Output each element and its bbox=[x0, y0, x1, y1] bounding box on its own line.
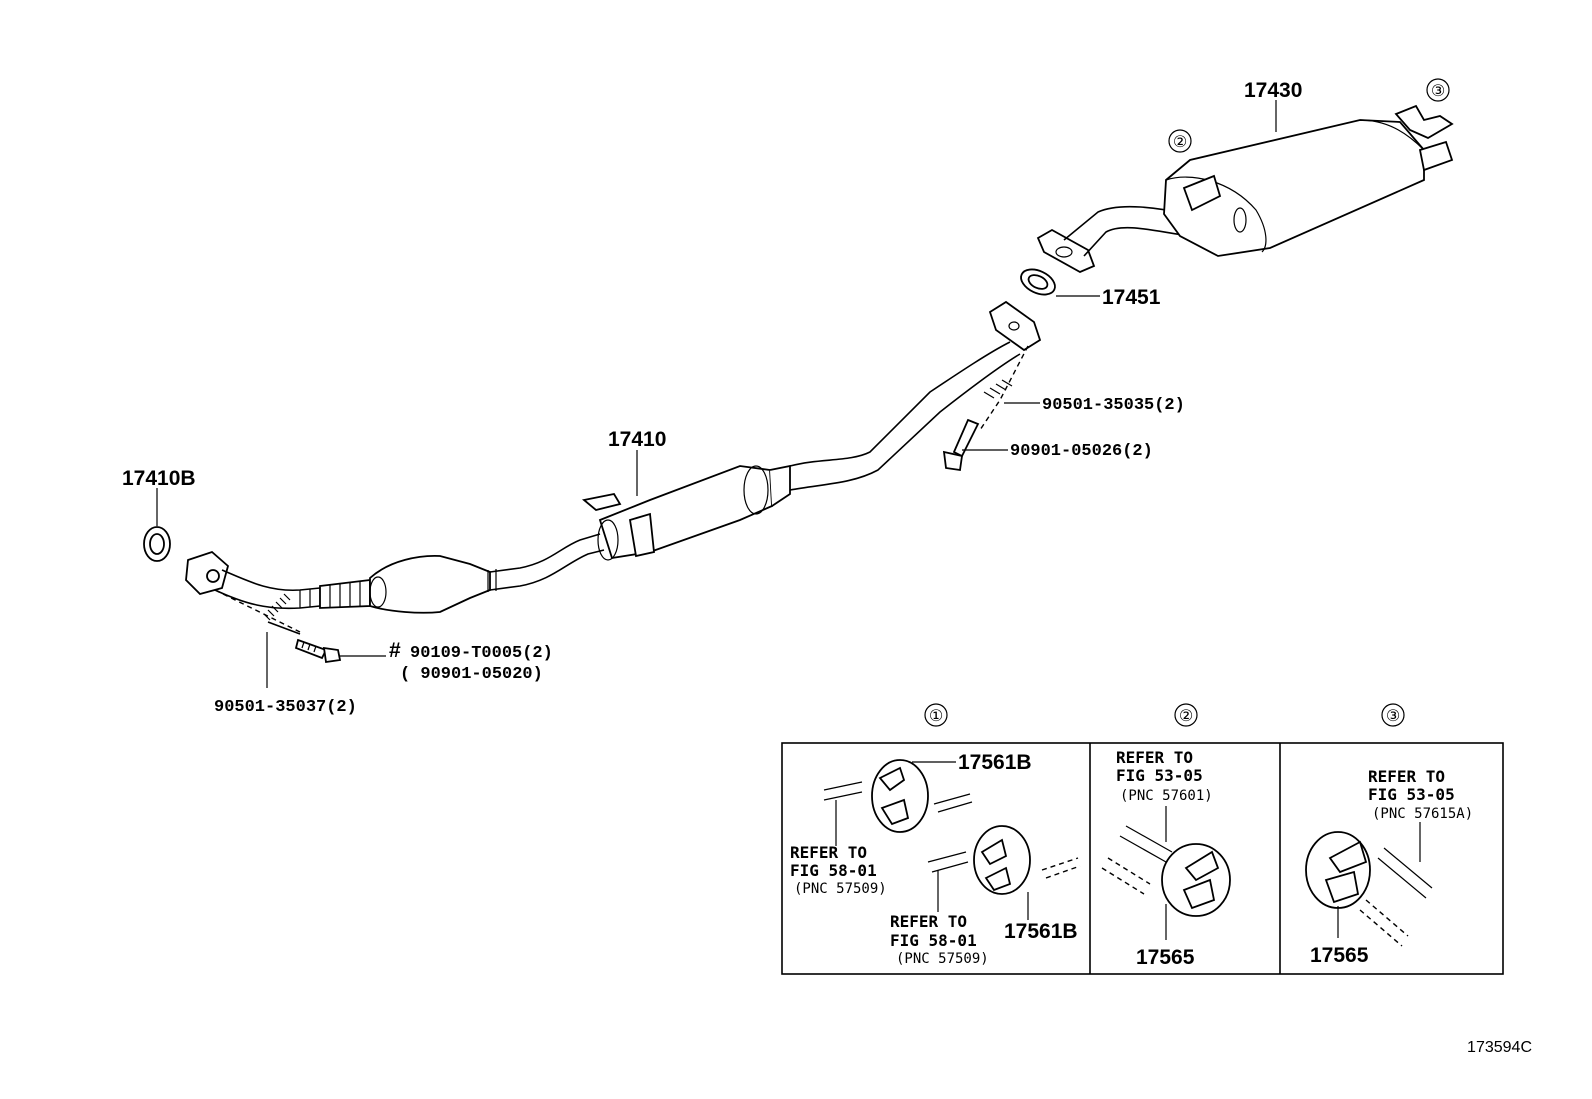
label-bolt-center: 90901-05026(2) bbox=[1010, 442, 1153, 461]
label-17410B: 17410B bbox=[122, 467, 196, 490]
ref2-line3: (PNC 57509) bbox=[896, 951, 989, 967]
dash-center-bolt bbox=[979, 345, 1029, 431]
svg-text:③: ③ bbox=[1431, 83, 1445, 100]
spring-center[interactable] bbox=[983, 379, 1013, 399]
d2-label-17565: 17565 bbox=[1136, 946, 1195, 969]
dash-front-bolt bbox=[214, 589, 301, 633]
callout-1-detail[interactable]: ① bbox=[924, 703, 948, 727]
label-17451: 17451 bbox=[1102, 286, 1161, 309]
figure-code: 173594C bbox=[1467, 1039, 1532, 1056]
d3-ref-line1: REFER TO bbox=[1368, 767, 1445, 786]
detail-1-hanger-upper[interactable] bbox=[823, 759, 973, 833]
label-17430: 17430 bbox=[1244, 79, 1302, 102]
label-17561B-b: 17561B bbox=[1004, 920, 1078, 943]
svg-text:②: ② bbox=[1179, 708, 1193, 725]
svg-text:③: ③ bbox=[1386, 708, 1400, 725]
spring-front[interactable] bbox=[263, 593, 301, 635]
ref2-line1: REFER TO bbox=[890, 912, 967, 931]
label-bolt-front: 90109-T0005(2) bbox=[410, 644, 553, 663]
detail-panels-frame bbox=[781, 742, 1504, 975]
ref1-line1: REFER TO bbox=[790, 843, 867, 862]
ref1-line2: FIG 58-01 bbox=[790, 861, 877, 880]
callout-2-detail[interactable]: ② bbox=[1174, 703, 1198, 727]
detail-1-hanger-lower[interactable] bbox=[927, 825, 1081, 895]
gasket-17451[interactable] bbox=[1017, 264, 1059, 299]
ref1-line3: (PNC 57509) bbox=[794, 881, 887, 897]
front-pipe-assembly[interactable] bbox=[185, 300, 1042, 614]
bolt-front-hash: # bbox=[389, 639, 401, 662]
tail-muffler-assembly[interactable] bbox=[1036, 104, 1454, 274]
callout-3-detail[interactable]: ③ bbox=[1381, 703, 1405, 727]
d2-ref-line3: (PNC 57601) bbox=[1120, 788, 1213, 804]
gasket-17410B[interactable] bbox=[143, 526, 171, 562]
d3-ref-line3: (PNC 57615A) bbox=[1372, 806, 1473, 822]
d3-ref-line2: FIG 53-05 bbox=[1368, 785, 1455, 804]
detail-2-hanger[interactable] bbox=[1101, 825, 1231, 917]
bolt-center[interactable] bbox=[942, 418, 980, 472]
svg-text:②: ② bbox=[1173, 134, 1187, 151]
detail-3-hanger[interactable] bbox=[1305, 831, 1433, 947]
label-spring-center: 90501-35035(2) bbox=[1042, 396, 1185, 415]
label-17561B-a: 17561B bbox=[958, 751, 1032, 774]
label-bolt-front-alt: ( 90901-05020) bbox=[400, 665, 543, 684]
bolt-front[interactable] bbox=[294, 638, 342, 664]
d2-ref-line2: FIG 53-05 bbox=[1116, 766, 1203, 785]
callout-3-main[interactable]: ③ bbox=[1426, 78, 1450, 102]
d2-ref-line1: REFER TO bbox=[1116, 748, 1193, 767]
label-spring-front: 90501-35037(2) bbox=[214, 698, 357, 717]
svg-text:①: ① bbox=[929, 708, 943, 725]
callout-2-main[interactable]: ② bbox=[1168, 129, 1192, 153]
d3-label-17565: 17565 bbox=[1310, 944, 1369, 967]
label-17410: 17410 bbox=[608, 428, 666, 451]
ref2-line2: FIG 58-01 bbox=[890, 931, 977, 950]
